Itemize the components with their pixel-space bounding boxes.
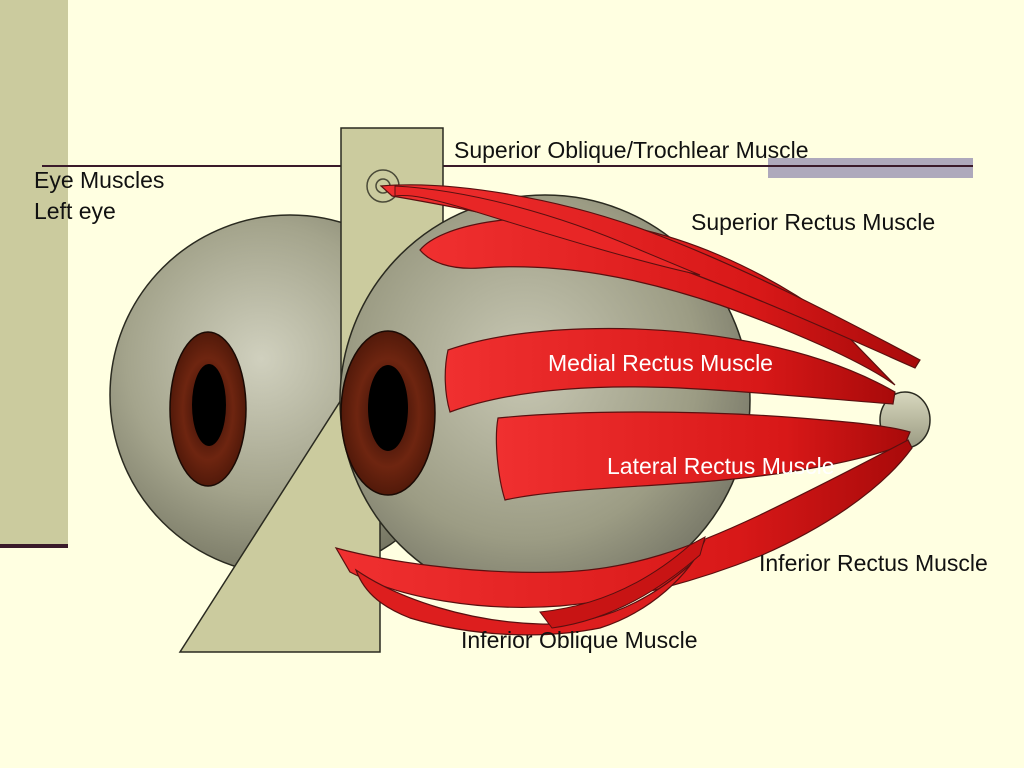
- accent-bar: [768, 158, 973, 178]
- back-pupil: [192, 364, 226, 446]
- label-superior-rectus: Superior Rectus Muscle: [691, 209, 936, 235]
- label-inferior-rectus: Inferior Rectus Muscle: [759, 550, 988, 576]
- medial-rectus-muscle: [444, 327, 896, 413]
- label-medial-rectus: Medial Rectus Muscle: [548, 350, 773, 376]
- lateral-rectus-muscle: [495, 411, 911, 501]
- inferior-oblique-muscle: [354, 539, 706, 636]
- label-inferior-oblique: Inferior Oblique Muscle: [461, 627, 698, 653]
- title-line-2: Left eye: [34, 198, 116, 224]
- label-lateral-rectus: Lateral Rectus Muscle: [607, 453, 835, 479]
- side-bar: [0, 0, 68, 546]
- label-superior-oblique: Superior Oblique/Trochlear Muscle: [454, 137, 809, 163]
- slide-title: Eye Muscles Left eye: [34, 165, 164, 227]
- title-line-1: Eye Muscles: [34, 167, 165, 193]
- inferior-rectus-muscle: [334, 439, 913, 608]
- front-pupil: [368, 365, 408, 451]
